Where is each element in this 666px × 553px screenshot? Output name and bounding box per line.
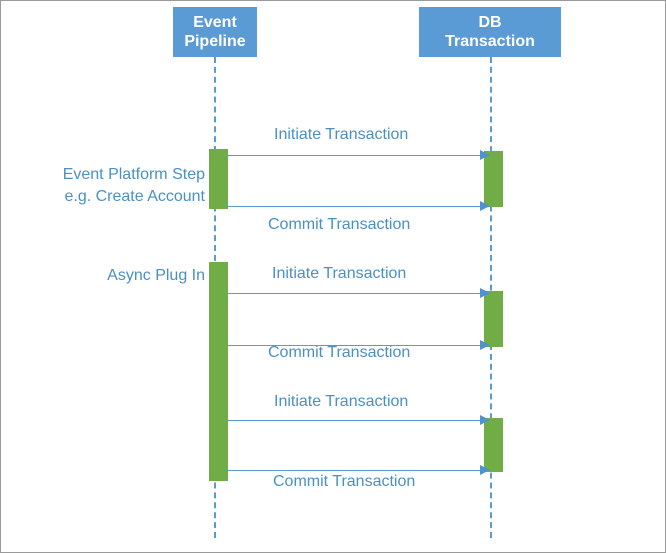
activation-db-transaction-1	[484, 151, 503, 207]
arrowhead-right-icon	[480, 150, 490, 160]
message-line-1	[228, 155, 480, 156]
arrowhead-right-icon	[480, 340, 490, 350]
message-label-3: Initiate Transaction	[272, 265, 407, 282]
message-line-2	[228, 206, 480, 207]
participant-db-transaction-line2: Transaction	[445, 33, 535, 50]
message-label-1: Initiate Transaction	[274, 126, 409, 143]
message-label-6: Commit Transaction	[273, 473, 416, 490]
activation-db-transaction-3	[484, 418, 503, 472]
message-line-6	[228, 470, 480, 471]
message-line-3	[228, 293, 480, 294]
message-line-5	[228, 420, 480, 421]
arrowhead-right-icon	[480, 288, 490, 298]
message-label-4: Commit Transaction	[268, 344, 411, 361]
message-line-4	[228, 345, 480, 346]
arrowhead-right-icon	[480, 465, 490, 475]
participant-db-transaction-line1: DB	[478, 14, 502, 31]
message-label-5: Initiate Transaction	[274, 393, 409, 410]
side-label-async-plug-in: Async Plug In	[107, 267, 205, 284]
arrowhead-right-icon	[480, 415, 490, 425]
activation-event-pipeline-1	[209, 149, 228, 209]
participant-event-pipeline-line2: Pipeline	[184, 33, 246, 50]
arrowhead-right-icon	[480, 201, 490, 211]
activation-event-pipeline-2	[209, 262, 228, 481]
message-label-2: Commit Transaction	[268, 216, 411, 233]
participant-event-pipeline-line1: Event	[193, 14, 237, 31]
participant-db-transaction[interactable]: DB Transaction	[419, 7, 561, 57]
side-label-event-platform-step: Event Platform Step e.g. Create Account	[62, 166, 205, 205]
activation-db-transaction-2	[484, 291, 503, 347]
participant-db-transaction-label: DB Transaction	[445, 13, 535, 51]
